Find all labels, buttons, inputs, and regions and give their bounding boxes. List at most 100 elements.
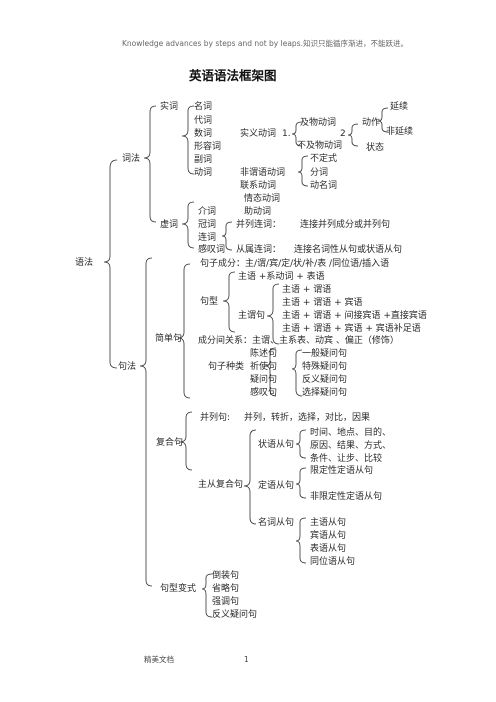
auxiliary-verb: 助动词 — [244, 207, 272, 217]
brace-xuci — [181, 201, 195, 249]
brace-jufa — [139, 257, 153, 587]
svo-pattern: 主语 + 谓语 + 宾语 + 宾语补足语 — [282, 324, 421, 334]
brace-root — [103, 159, 118, 369]
noun-clause-type: 宾语从句 — [310, 531, 347, 541]
brace-svo — [266, 283, 280, 345]
coordinate-sentence-label: 并列句: — [200, 413, 231, 423]
shici-item: 数词 — [194, 129, 213, 139]
adverbial-clause-type: 条件、让步、比较 — [310, 454, 383, 464]
shici-item: 名词 — [194, 102, 213, 112]
xuci-label: 虚词 — [160, 220, 179, 230]
brace-cifa — [143, 105, 157, 223]
component-relations: 成分间关系：主谓、主系表、动宾 、偏正（修饰） — [198, 336, 399, 346]
attributive-clause-type: 限定性定语从句 — [310, 466, 374, 476]
brace-transitive — [291, 121, 303, 147]
shiyi-verb-label: 实义动词 — [240, 129, 277, 139]
linking-verb: 联系动词 — [240, 181, 277, 191]
shici-label: 实词 — [160, 102, 179, 112]
sentence-components: 句子成分：主/谓/宾/定/状/补/表 /同位语/插入语 — [200, 259, 390, 269]
brace-questions — [291, 349, 303, 397]
noun-clause-type: 同位语从句 — [310, 557, 356, 567]
svo-pattern: 主语 + 谓语 + 间接宾语 +直接宾语 — [282, 311, 427, 321]
attributive-clause-type: 非限定性定语从句 — [310, 492, 383, 502]
coordinating-conj-label: 并列连词： — [236, 220, 282, 230]
adverbial-clause-type: 时间、地点、目的、 — [310, 428, 392, 438]
modal-verb: 情态动词 — [244, 194, 281, 204]
attributive-clause-label: 定语从句 — [258, 481, 295, 491]
brace-compound — [179, 411, 193, 471]
footer-label: 精美文档 — [144, 655, 174, 664]
shici-item: 动词 — [194, 168, 213, 178]
subordinating-conj-desc: 连接名词性从句或状语从句 — [294, 245, 403, 255]
noun-clause-type: 主语从句 — [310, 518, 347, 528]
question-type: 反义疑问句 — [302, 375, 348, 385]
jufa-label: 句法 — [118, 362, 137, 372]
question-type: 一般疑问句 — [302, 349, 348, 359]
durative: 延续 — [390, 102, 409, 112]
variant-item: 反义疑问句 — [212, 610, 258, 620]
state-verb: 状态 — [366, 143, 385, 153]
action-verb: 动作 — [362, 118, 381, 128]
sentence-type: 祈使句 — [250, 362, 278, 372]
svo-pattern: 主语 + 谓语 + 宾语 — [282, 298, 363, 308]
sentence-types-label: 句子种类 — [208, 362, 245, 372]
page-number: 1 — [244, 655, 249, 664]
brace-sentence-types — [264, 347, 277, 397]
coordinate-sentence-desc: 并列，转折，选择，对比，因果 — [244, 413, 371, 423]
complex-sentence-label: 主从复合句 — [198, 480, 244, 490]
nonfinite-item: 分词 — [310, 168, 329, 178]
adverbial-clause-label: 状语从句 — [258, 440, 295, 450]
transitive-verb: 及物动词 — [300, 118, 337, 128]
brace-action-state — [347, 123, 359, 147]
shici-item: 副词 — [194, 155, 213, 165]
noun-clause-type: 表语从句 — [310, 544, 347, 554]
xuci-item: 感叹词 — [198, 245, 226, 255]
sentence-variants-label: 句型变式 — [160, 584, 197, 594]
shici-item: 代词 — [194, 116, 213, 126]
coordinating-conj-desc: 连接并列成分或并列句 — [300, 220, 391, 230]
variant-item: 倒装句 — [212, 571, 240, 581]
simple-sentence-label: 简单句 — [155, 334, 183, 344]
svo-pattern: 主语 + 谓语 — [282, 285, 332, 295]
sentence-pattern-label: 句型 — [200, 297, 219, 307]
question-type: 特殊疑问句 — [302, 362, 348, 372]
cifa-label: 词法 — [122, 154, 141, 164]
adverbial-clause-type: 原因、结果、方式、 — [310, 441, 392, 451]
sentence-type: 疑问句 — [250, 375, 278, 385]
xuci-item: 连词 — [198, 233, 217, 243]
intransitive-verb: 不及物动词 — [297, 141, 343, 151]
subordinating-conj-label: 从属连词： — [236, 245, 282, 255]
brace-variants — [201, 573, 213, 618]
page-title: 英语语法框架图 — [189, 68, 277, 83]
brace-complex — [243, 429, 257, 525]
variant-item: 强调句 — [212, 597, 240, 607]
shici-item: 形容词 — [194, 142, 222, 152]
brace-attributive — [295, 467, 307, 499]
brace-conjunction — [221, 221, 233, 251]
sentence-type: 感叹句 — [250, 388, 278, 398]
noun-clause-label: 名词从句 — [258, 518, 295, 528]
xuci-item: 介词 — [198, 207, 217, 217]
brace-sentence-pattern — [222, 271, 236, 333]
mark-2: 2 — [340, 129, 346, 139]
compound-sentence-label: 复合句 — [156, 438, 184, 448]
nonfinite-verb-label: 非谓语动词 — [240, 168, 286, 178]
brace-duration — [377, 107, 389, 133]
brace-adverbial — [295, 429, 307, 459]
sentence-type: 陈述句 — [250, 349, 278, 359]
mark-1: 1. — [282, 129, 291, 139]
brace-simple — [177, 263, 191, 399]
brace-noun-clause — [295, 517, 307, 564]
question-type: 选择疑问句 — [302, 388, 348, 398]
nonfinite-item: 不定式 — [310, 154, 338, 164]
xuci-item: 冠词 — [198, 220, 217, 230]
nonfinite-item: 动名词 — [310, 181, 338, 191]
variant-item: 省略句 — [212, 584, 240, 594]
root-label: 语法 — [75, 258, 94, 268]
pattern-svc: 主语 +系动词 + 表语 — [238, 272, 325, 282]
page-header-quote: Knowledge advances by steps and not by l… — [122, 39, 408, 48]
subject-predicate-label: 主谓句 — [238, 311, 266, 321]
brace-shici — [181, 105, 195, 175]
brace-nonfinite — [297, 155, 309, 187]
